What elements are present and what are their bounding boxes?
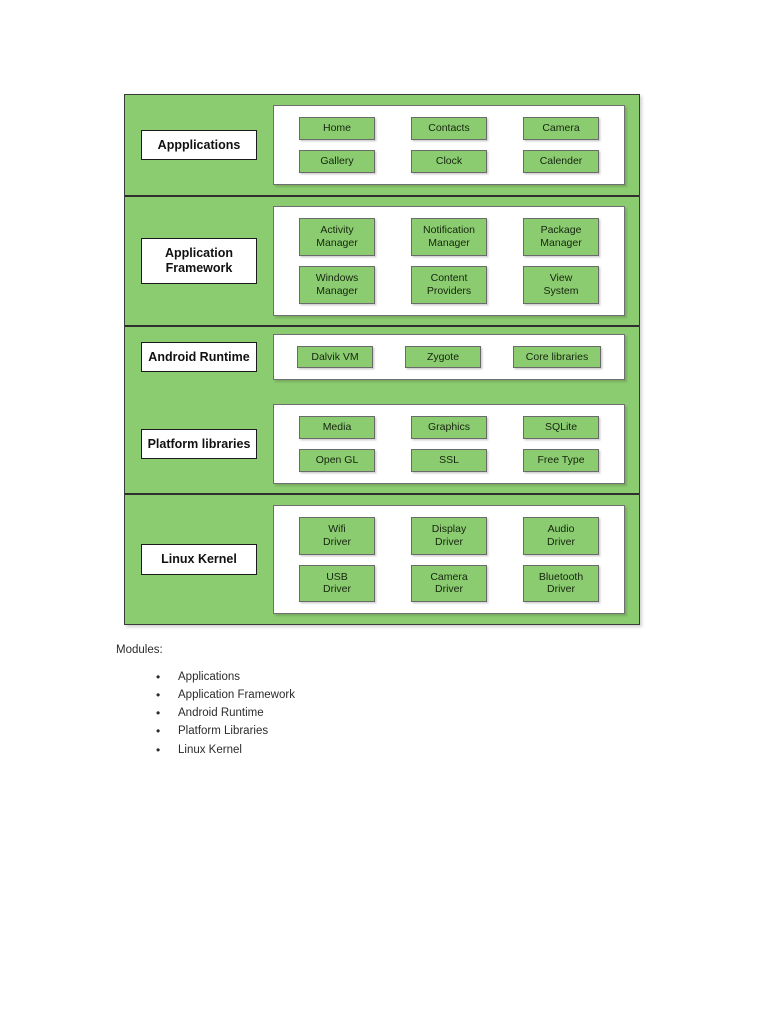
applications-row-1: Home Contacts Camera (284, 117, 614, 140)
layer-android-runtime-label: Android Runtime (141, 341, 257, 373)
layer-platform-libraries-label: Platform libraries (140, 428, 258, 460)
app-box-camera[interactable]: Camera (523, 117, 599, 140)
layer-applications-panel-cell: Home Contacts Camera Gallery Clock Calen… (273, 105, 639, 185)
kernel-box-display-driver[interactable]: Display Driver (411, 516, 487, 555)
libs-box-open-gl[interactable]: Open GL (299, 449, 375, 472)
framework-row-1: Activity Manager Notification Manager Pa… (284, 218, 614, 256)
runtime-panel: Dalvik VM Zygote Core libraries (273, 333, 625, 381)
layer-platform-libraries-label-cell: Platform libraries (125, 428, 273, 460)
libs-box-ssl[interactable]: SSL (411, 449, 487, 472)
bullet-icon: • (156, 706, 161, 721)
modules-heading: Modules: (116, 644, 163, 656)
applications-panel: Home Contacts Camera Gallery Clock Calen… (273, 105, 625, 185)
framework-box-notification-manager[interactable]: Notification Manager (411, 218, 487, 256)
libs-box-media[interactable]: Media (299, 416, 375, 439)
layer-android-runtime: Android Runtime Dalvik VM Zygote Core li… (125, 328, 639, 386)
framework-box-windows-manager[interactable]: Windows Manager (299, 266, 375, 304)
libs-box-graphics[interactable]: Graphics (411, 416, 487, 439)
platform-libraries-row-2: Open GL SSL Free Type (284, 449, 614, 472)
kernel-box-usb-driver[interactable]: USB Driver (299, 564, 375, 603)
app-box-home[interactable]: Home (299, 117, 375, 140)
layer-linux-kernel-label: Linux Kernel (141, 544, 257, 575)
app-box-contacts[interactable]: Contacts (411, 117, 487, 140)
applications-row-2: Gallery Clock Calender (284, 150, 614, 173)
framework-box-content-providers[interactable]: Content Providers (411, 266, 487, 304)
kernel-row-2: USB Driver Camera Driver Bluetooth Drive… (284, 564, 614, 603)
framework-box-view-system[interactable]: View System (523, 266, 599, 304)
platform-libraries-row-1: Media Graphics SQLite (284, 416, 614, 439)
framework-row-2: Windows Manager Content Providers View S… (284, 266, 614, 304)
module-label: Android Runtime (178, 707, 264, 720)
kernel-row-1: Wifi Driver Display Driver Audio Driver (284, 516, 614, 555)
kernel-box-camera-driver[interactable]: Camera Driver (411, 564, 487, 603)
layer-linux-kernel-panel-cell: Wifi Driver Display Driver Audio Driver … (273, 504, 639, 615)
layer-linux-kernel: Linux Kernel Wifi Driver Display Driver … (125, 495, 639, 624)
module-list-item: • Android Runtime (156, 704, 536, 722)
android-architecture-diagram: Appplications Home Contacts Camera Galle… (124, 94, 640, 625)
layer-platform-libraries-panel-cell: Media Graphics SQLite Open GL SSL Free T… (273, 404, 639, 484)
platform-libraries-panel: Media Graphics SQLite Open GL SSL Free T… (273, 404, 625, 484)
framework-panel: Activity Manager Notification Manager Pa… (273, 206, 625, 316)
module-label: Platform Libraries (178, 725, 269, 738)
layer-linux-kernel-label-cell: Linux Kernel (125, 544, 273, 575)
kernel-box-audio-driver[interactable]: Audio Driver (523, 516, 599, 555)
app-box-calender[interactable]: Calender (523, 150, 599, 173)
module-list-item: • Applications (156, 668, 536, 686)
kernel-box-bluetooth-driver[interactable]: Bluetooth Driver (523, 564, 599, 603)
module-label: Linux Kernel (178, 743, 242, 756)
bullet-icon: • (156, 724, 161, 739)
module-list-item: • Application Framework (156, 686, 536, 704)
layer-platform-libraries: Platform libraries Media Graphics SQLite… (125, 396, 639, 492)
module-list-item: • Platform Libraries (156, 722, 536, 740)
libs-box-sqlite[interactable]: SQLite (523, 416, 599, 439)
modules-section: Modules: • Applications • Application Fr… (116, 644, 536, 759)
runtime-row-1: Dalvik VM Zygote Core libraries (284, 345, 614, 369)
module-label: Application Framework (178, 689, 295, 702)
layer-android-runtime-label-cell: Android Runtime (125, 341, 273, 373)
bullet-icon: • (156, 688, 161, 703)
layer-application-framework-label: Application Framework (141, 238, 257, 284)
kernel-panel: Wifi Driver Display Driver Audio Driver … (273, 504, 625, 615)
layer-android-runtime-panel-cell: Dalvik VM Zygote Core libraries (273, 333, 639, 381)
libs-box-free-type[interactable]: Free Type (523, 449, 599, 472)
framework-box-activity-manager[interactable]: Activity Manager (299, 218, 375, 256)
modules-list: • Applications • Application Framework •… (116, 668, 536, 759)
runtime-box-dalvik-vm[interactable]: Dalvik VM (297, 345, 373, 369)
app-box-gallery[interactable]: Gallery (299, 150, 375, 173)
bullet-icon: • (156, 742, 161, 757)
layer-application-framework-label-cell: Application Framework (125, 238, 273, 284)
bullet-icon: • (156, 670, 161, 684)
app-box-clock[interactable]: Clock (411, 150, 487, 173)
runtime-box-zygote[interactable]: Zygote (405, 345, 481, 369)
layer-application-framework: Application Framework Activity Manager N… (125, 197, 639, 325)
layer-applications: Appplications Home Contacts Camera Galle… (125, 95, 639, 195)
layer-runtime-and-libraries: Android Runtime Dalvik VM Zygote Core li… (125, 327, 639, 493)
layer-application-framework-panel-cell: Activity Manager Notification Manager Pa… (273, 206, 639, 316)
kernel-box-wifi-driver[interactable]: Wifi Driver (299, 516, 375, 555)
module-list-item: • Linux Kernel (156, 741, 536, 759)
framework-box-package-manager[interactable]: Package Manager (523, 218, 599, 256)
module-label: Applications (178, 671, 241, 683)
layer-applications-label-cell: Appplications (125, 129, 273, 161)
runtime-box-core-libraries[interactable]: Core libraries (513, 345, 601, 369)
layer-applications-label: Appplications (141, 129, 257, 161)
